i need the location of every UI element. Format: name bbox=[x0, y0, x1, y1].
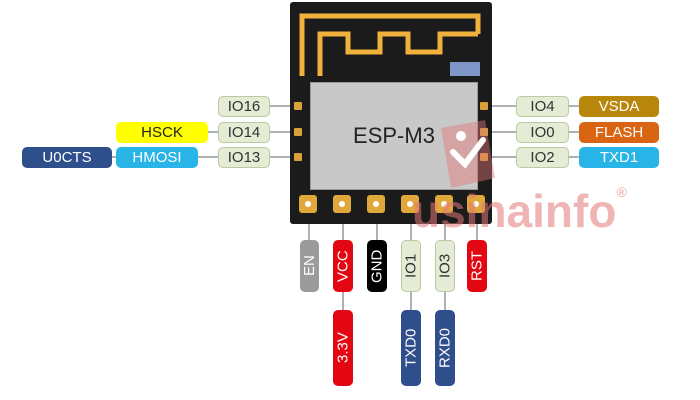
connector-line bbox=[112, 156, 118, 158]
func-label-vsda: VSDA bbox=[579, 96, 659, 117]
connector-line bbox=[269, 156, 297, 158]
connector-line bbox=[269, 105, 297, 107]
pin-label-vcc: VCC bbox=[333, 240, 353, 292]
module-name: ESP-M3 bbox=[353, 123, 435, 148]
pin-label-gnd: GND bbox=[367, 240, 387, 292]
pin-label-io0: IO0 bbox=[516, 122, 569, 143]
bottom-pad bbox=[435, 195, 453, 213]
connector-line bbox=[444, 210, 446, 240]
pin-label-io16: IO16 bbox=[218, 96, 270, 117]
func-label-flash: FLASH bbox=[579, 122, 659, 143]
watermark: usinainfo® bbox=[412, 184, 627, 240]
connector-line bbox=[488, 131, 516, 133]
pin-label-io3: IO3 bbox=[435, 240, 455, 292]
connector-line bbox=[308, 210, 310, 240]
func-label-u0cts: U0CTS bbox=[22, 147, 112, 168]
pin-label-en: EN bbox=[300, 240, 319, 292]
shield-can: ESP-M3 bbox=[310, 82, 478, 190]
side-pad bbox=[294, 102, 302, 110]
watermark-text: usinainfo bbox=[412, 185, 617, 237]
connector-line bbox=[488, 105, 516, 107]
pin-label-rst: RST bbox=[467, 240, 487, 292]
connector-line bbox=[476, 210, 478, 240]
pin-label-io14: IO14 bbox=[218, 122, 270, 143]
func-label-rxd0: RXD0 bbox=[435, 310, 455, 386]
connector-line bbox=[410, 290, 412, 310]
connector-line bbox=[342, 210, 344, 240]
connector-line bbox=[444, 290, 446, 310]
shield-marker bbox=[450, 62, 480, 76]
connector-line bbox=[488, 156, 516, 158]
connector-line bbox=[208, 131, 218, 133]
bottom-pad bbox=[401, 195, 419, 213]
func-label-3v3: 3.3V bbox=[333, 310, 353, 386]
pin-label-io4: IO4 bbox=[516, 96, 569, 117]
func-label-txd1: TXD1 bbox=[579, 147, 659, 168]
bottom-pad bbox=[367, 195, 385, 213]
pin-label-io1: IO1 bbox=[401, 240, 421, 292]
pin-label-io2: IO2 bbox=[516, 147, 569, 168]
side-pad bbox=[480, 128, 488, 136]
pin-label-io13: IO13 bbox=[218, 147, 270, 168]
watermark-logo-icon bbox=[441, 120, 495, 188]
connector-line bbox=[342, 290, 344, 310]
side-pad bbox=[294, 153, 302, 161]
bottom-pad bbox=[333, 195, 351, 213]
esp-m3-module: ESP-M3 bbox=[290, 2, 492, 224]
connector-line bbox=[269, 131, 297, 133]
watermark-registered: ® bbox=[616, 184, 627, 200]
connector-line bbox=[569, 156, 579, 158]
side-pad bbox=[480, 102, 488, 110]
side-pad bbox=[480, 153, 488, 161]
connector-line bbox=[196, 156, 218, 158]
connector-line bbox=[569, 105, 579, 107]
antenna-trace bbox=[299, 13, 481, 76]
bottom-pad bbox=[467, 195, 485, 213]
func-label-hsck: HSCK bbox=[116, 122, 208, 143]
connector-line bbox=[410, 210, 412, 240]
func-label-txd0: TXD0 bbox=[401, 310, 421, 386]
connector-line bbox=[376, 210, 378, 240]
side-pad bbox=[294, 128, 302, 136]
connector-line bbox=[569, 131, 579, 133]
func-label-hmosi: HMOSI bbox=[116, 147, 198, 168]
bottom-pad bbox=[299, 195, 317, 213]
